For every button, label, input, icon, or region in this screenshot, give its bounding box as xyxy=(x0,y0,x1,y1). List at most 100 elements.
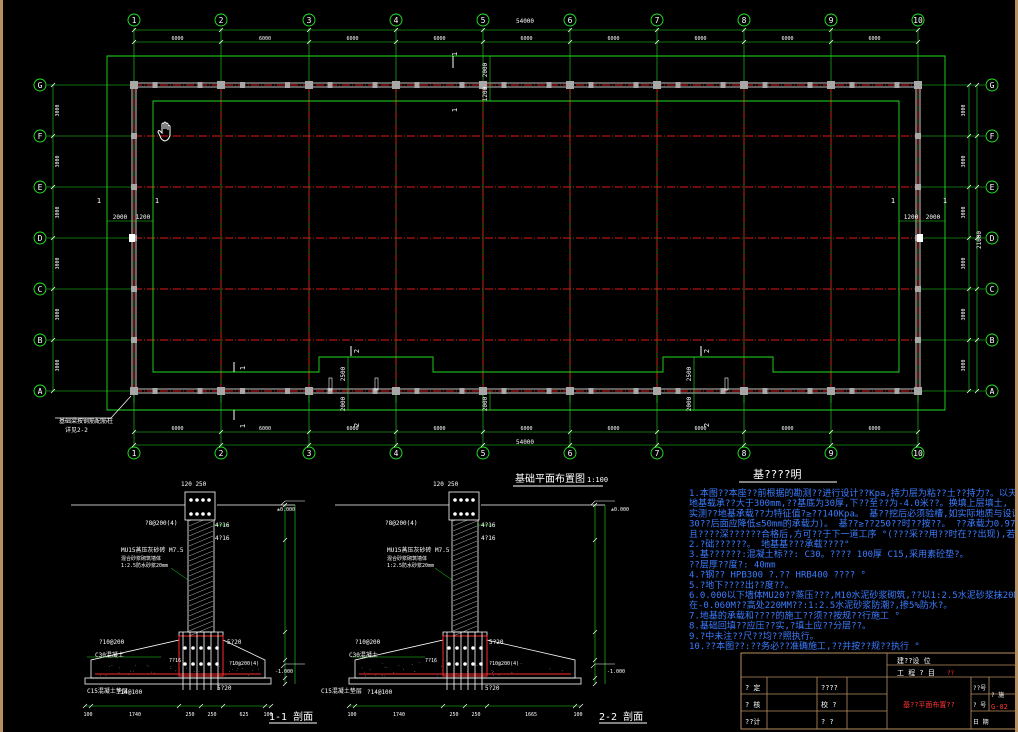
sec2-hatch xyxy=(453,526,477,536)
column-8 xyxy=(740,81,748,89)
sec1-stipple xyxy=(237,668,238,669)
dim-2500-a: 2500 xyxy=(340,366,347,381)
sec2-rebar-dot xyxy=(471,498,475,502)
axis-label-left-C: C xyxy=(38,285,43,294)
sec2-stipple xyxy=(493,671,494,672)
sec1-rebar-dot xyxy=(189,512,193,516)
sec2-dims-label-1: 1740 xyxy=(393,712,405,718)
marker-d-right xyxy=(917,234,923,242)
sec1-rebar-dot xyxy=(195,498,199,502)
leader-note-2: 详见2-2 xyxy=(65,426,88,434)
axis-label-bottom-5: 5 xyxy=(481,449,486,458)
sec2-hatch xyxy=(453,551,477,561)
sec1-stirrup xyxy=(179,636,223,676)
sec1-stipple xyxy=(232,669,233,670)
section-mark-1-bl: 1 xyxy=(239,366,247,370)
column-2 xyxy=(217,387,225,395)
sec1-elev-marker xyxy=(281,664,305,668)
axis-label-top-6: 6 xyxy=(568,16,573,25)
notes-line-15: 9.?中未注??尺??均??照执行。 xyxy=(689,630,819,642)
sec1-stipple xyxy=(242,668,243,669)
sec1-stipple xyxy=(258,669,259,670)
pilaster xyxy=(895,388,900,394)
sec2-leader xyxy=(435,568,452,580)
sec1-dims-label-2: 250 xyxy=(185,712,194,718)
column-side-left xyxy=(131,133,137,139)
sec2-dims-label-4: 1665 xyxy=(525,712,537,718)
sec2-rebar-dot xyxy=(453,512,457,516)
section-mark-1-top: 1 xyxy=(451,52,459,56)
sec2-bar-label-1: ?10@200 xyxy=(355,639,381,646)
sec2-stipple xyxy=(382,675,383,676)
sec1-stipple xyxy=(148,666,149,667)
axis-label-bottom-6: 6 xyxy=(568,449,573,458)
span-label-top-4: 6000 xyxy=(433,36,445,42)
sec2-wall xyxy=(452,504,478,632)
column-5 xyxy=(479,387,487,395)
tb-drawing-name: 基??平面布置?? xyxy=(903,700,955,709)
pilaster xyxy=(502,388,507,394)
foundation-plan-canvas[interactable]: 1122334455667788991010600060006000600060… xyxy=(3,0,1015,732)
sec2-hatch xyxy=(453,581,477,591)
sec1-wall-note-3: 1:2.5防水砂浆20mm xyxy=(121,562,168,569)
sec2-stipple xyxy=(441,666,442,667)
sec2-bar-label-2: ?14@100 xyxy=(367,689,393,696)
section-mark-2-bot-a: 2 xyxy=(353,423,361,427)
pilaster xyxy=(763,82,768,88)
span-label-bottom-8: 6000 xyxy=(781,426,793,432)
sec2-stipple xyxy=(393,672,394,673)
sec1-stipple xyxy=(154,673,155,674)
sec1-stipple xyxy=(186,668,187,669)
sec2-title: 2-2 剖面 xyxy=(599,710,643,723)
axis-label-right-C: C xyxy=(990,285,995,294)
sec2-bar-dot xyxy=(447,646,451,650)
sec2-hatch xyxy=(453,561,477,571)
sec2-hatch xyxy=(453,626,477,636)
sec1-dims-label-3: 250 xyxy=(207,712,216,718)
dim-1200-right: 1200 xyxy=(904,214,919,221)
hand-cursor-icon xyxy=(158,122,170,141)
column-1 xyxy=(130,81,138,89)
row-total-dim: 21000 xyxy=(976,231,983,249)
pilaster xyxy=(763,388,768,394)
sec1-dims-label-5: 100 xyxy=(263,712,272,718)
sec2-stipple xyxy=(399,665,400,666)
section-mark-2-bot-b: 2 xyxy=(703,423,711,427)
sec1-dims-label-1: 1740 xyxy=(129,712,141,718)
pilaster xyxy=(589,388,594,394)
sec2-rebar-dot xyxy=(465,498,469,502)
pilaster xyxy=(808,388,813,394)
sec2-stipple xyxy=(365,675,366,676)
column-6 xyxy=(566,387,574,395)
sec1-rebar-a: ?8@200(4) xyxy=(145,520,178,527)
plan-title: 基础平面布置图 xyxy=(515,472,585,485)
sec2-hatch xyxy=(453,521,477,531)
pilaster xyxy=(676,82,681,88)
sec2-side-label-2: 7?16 xyxy=(425,658,437,664)
sec2-elev-marker xyxy=(591,664,615,668)
sec2-hatch xyxy=(453,616,477,626)
sec2-cushion xyxy=(349,678,581,684)
span-label-top-3: 6000 xyxy=(346,36,358,42)
sec1-rebar-dot xyxy=(195,512,199,516)
tb-rv-a: ? 施 xyxy=(991,691,1004,699)
column-side-right xyxy=(915,133,921,139)
column-10 xyxy=(914,387,922,395)
sec1-bar-label-1: ?10@200 xyxy=(99,639,125,646)
row-span-left-1: 3000 xyxy=(55,104,61,116)
sec1-elev-bot: -1.000 xyxy=(275,669,293,675)
notes-line-4: 30??后面应降低≤50mm的承载力)。 基??≥??250??时??按??。 … xyxy=(689,518,1015,530)
sec1-bar-dot xyxy=(215,646,219,650)
tb-mid-a: ???? xyxy=(821,684,838,692)
dim-2000-bot-c: 2000 xyxy=(686,396,693,411)
notes-line-8: ??层厚??度?: 40mm xyxy=(689,558,776,570)
span-label-bottom-9: 6000 xyxy=(868,426,880,432)
column-side-left xyxy=(131,337,137,343)
sec2-stipple xyxy=(562,670,563,671)
sec1-stipple xyxy=(237,670,238,671)
dim-2000-top: 2000 xyxy=(482,62,489,77)
pilaster xyxy=(634,388,639,394)
axis-label-top-10: 10 xyxy=(913,16,923,25)
span-label-top-6: 6000 xyxy=(607,36,619,42)
